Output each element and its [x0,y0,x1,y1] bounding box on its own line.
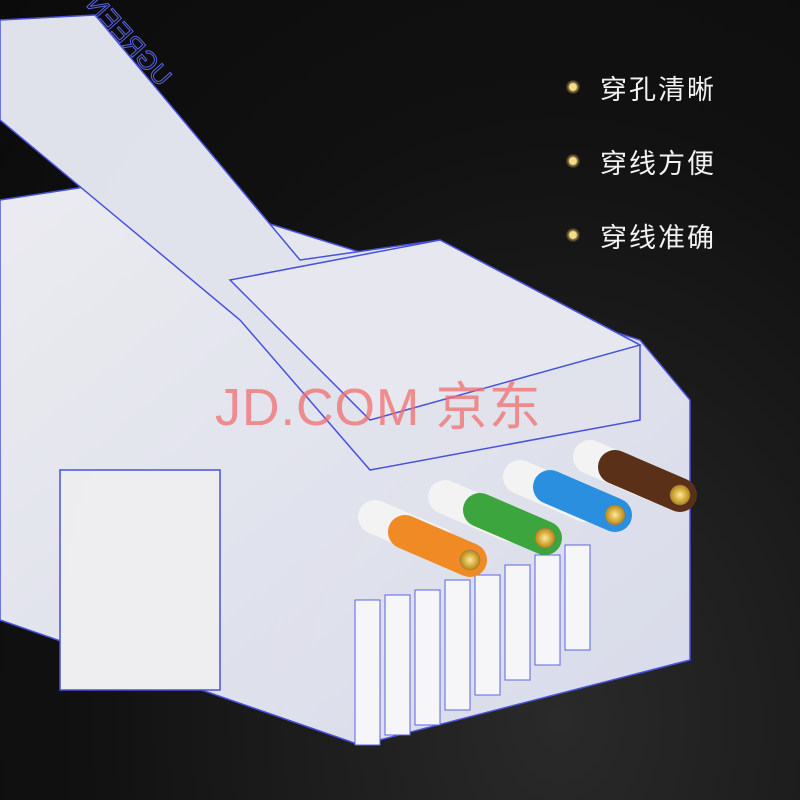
wire-ends [358,440,697,577]
feature-item: 穿线准确 [566,198,716,272]
wire [463,493,562,555]
watermark: JD.COM 京东 [215,379,542,437]
bullet-dot-icon [566,228,580,242]
feature-label: 穿孔清晰 [600,74,716,106]
feature-item: 穿孔清晰 [566,50,716,124]
copper-core [459,549,481,571]
feature-label: 穿线方便 [600,148,716,180]
feature-list: 穿孔清晰 穿线方便 穿线准确 [566,50,716,272]
bullet-dot-icon [566,80,580,94]
wire [533,470,632,532]
feature-item: 穿线方便 [566,124,716,198]
wire [388,515,487,577]
feature-label: 穿线准确 [600,222,716,254]
copper-core [669,484,691,506]
copper-core [604,504,626,526]
copper-core [534,527,556,549]
bullet-dot-icon [566,154,580,168]
wire [598,450,697,512]
